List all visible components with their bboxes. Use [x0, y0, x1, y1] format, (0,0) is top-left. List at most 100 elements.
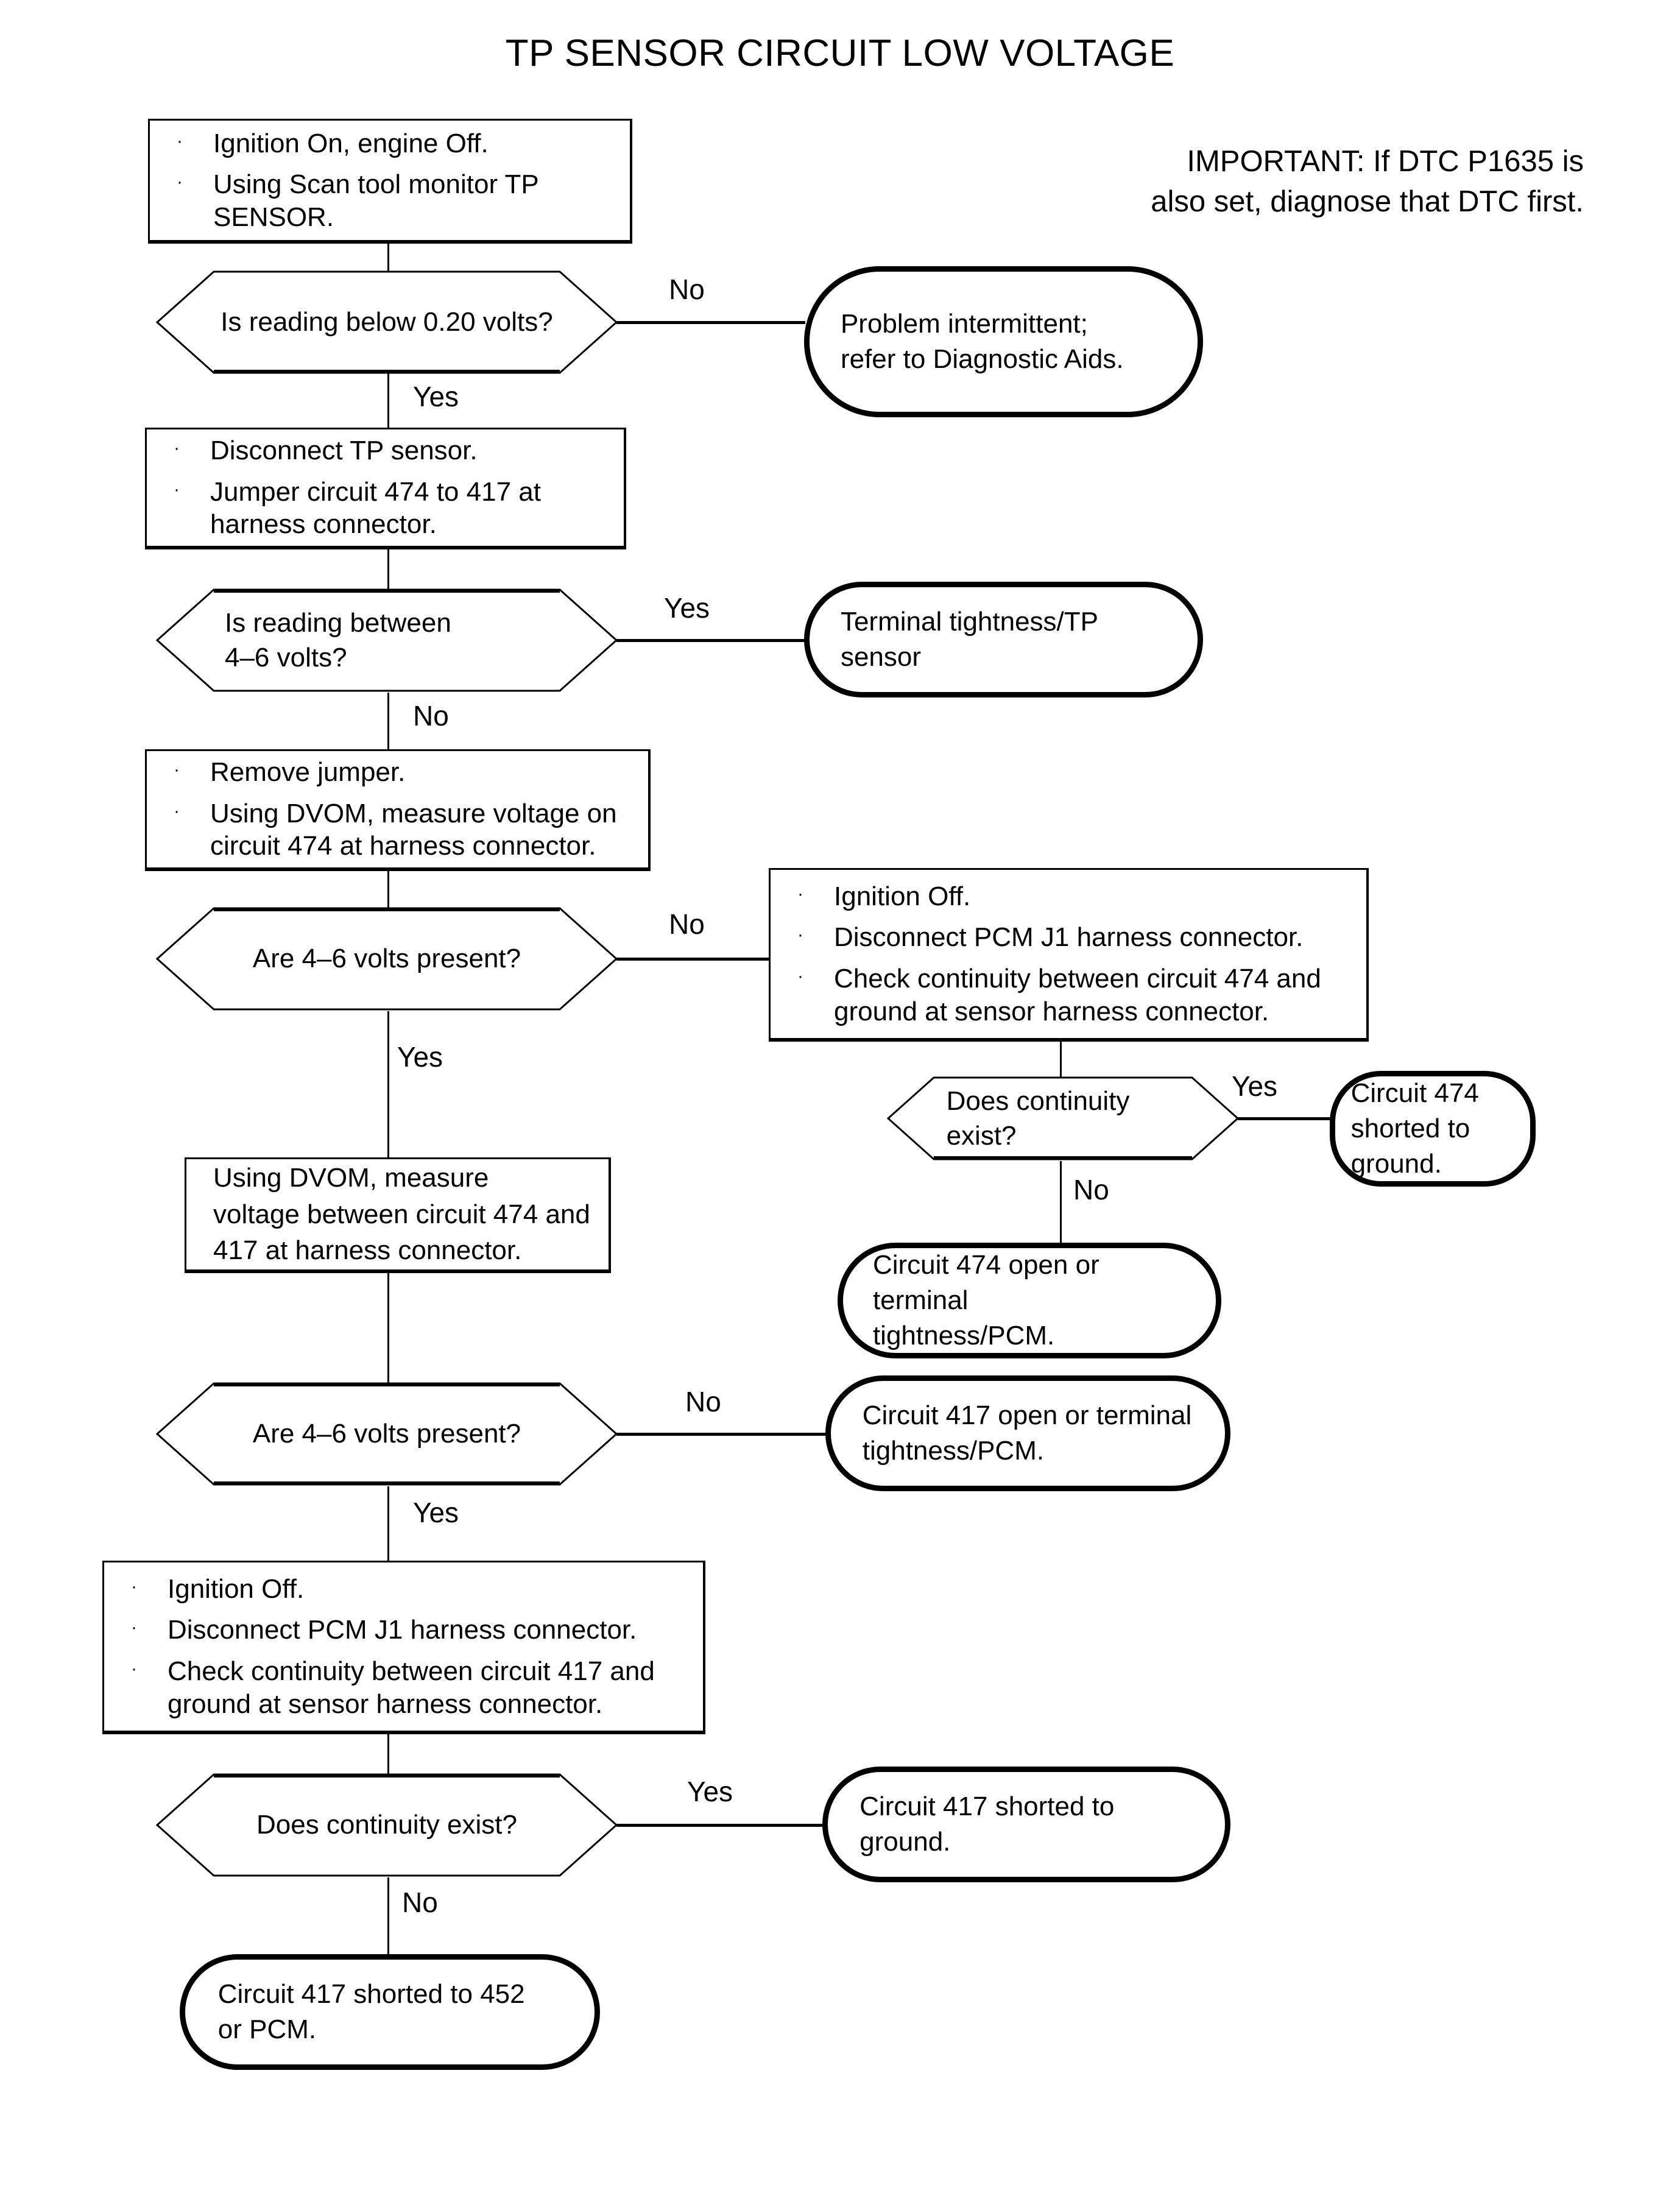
decision-label: Is reading between 4–6 volts? — [206, 588, 568, 693]
bullet-dot-icon: · — [177, 172, 183, 192]
hexagon-shape-icon — [155, 1382, 618, 1486]
bullet-dot-icon: · — [131, 1576, 137, 1597]
hexagon-shape-icon — [155, 270, 618, 374]
edge-label-q6-yes: Yes — [687, 1776, 733, 1807]
process-text-line2: voltage between circuit 474 and — [213, 1199, 590, 1229]
decision-are-4-6-volts-present-474: Are 4–6 volts present? — [155, 906, 618, 1011]
bullet-text: Check continuity between circuit 474 and… — [834, 964, 1321, 1026]
decision-does-continuity-exist-417: Does continuity exist? — [155, 1773, 618, 1877]
bullet-item: · Check continuity between circuit 417 a… — [115, 1655, 692, 1720]
bullet-item: · Disconnect PCM J1 harness connector. — [782, 921, 1355, 954]
connector-q4-yes — [1238, 1117, 1332, 1120]
bullet-dot-icon: · — [131, 1617, 137, 1638]
edge-label-q2-yes: Yes — [664, 592, 710, 624]
bullet-item: · Ignition Off. — [115, 1573, 692, 1606]
bullet-text: Check continuity between circuit 417 and… — [168, 1656, 655, 1719]
edge-label-q1-no: No — [669, 274, 705, 305]
page-title: TP SENSOR CIRCUIT LOW VOLTAGE — [505, 32, 1175, 74]
process-check-continuity-417: · Ignition Off. · Disconnect PCM J1 harn… — [102, 1561, 705, 1734]
connector-step4-to-q4 — [1060, 1042, 1062, 1084]
bullet-dot-icon: · — [131, 1659, 137, 1679]
hexagon-shape-icon — [155, 588, 618, 692]
bullet-dot-icon: · — [797, 925, 803, 945]
terminator-line: Terminal tightness/TP — [840, 606, 1099, 637]
connector-q2-no — [387, 693, 389, 754]
bullet-text: Using DVOM, measure voltage on circuit 4… — [210, 798, 617, 861]
decision-label: Does continuity exist? — [932, 1076, 1193, 1161]
bullet-dot-icon: · — [797, 966, 803, 986]
terminator-terminal-tightness-tp-sensor: Terminal tightness/TP sensor — [804, 582, 1203, 697]
edge-label-q2-no: No — [413, 700, 449, 732]
decision-text-line2: exist? — [946, 1121, 1017, 1151]
connector-q4-no — [1060, 1161, 1062, 1245]
terminator-circuit-474-open: Circuit 474 open or terminal tightness/P… — [838, 1243, 1221, 1358]
process-text-line3: 417 at harness connector. — [213, 1235, 522, 1266]
terminator-line: Circuit 474 — [1350, 1078, 1479, 1108]
bullet-dot-icon: · — [177, 130, 183, 151]
decision-label: Is reading below 0.20 volts? — [206, 270, 568, 375]
decision-does-continuity-exist-474: Does continuity exist? — [886, 1076, 1240, 1161]
decision-text: Are 4–6 volts present? — [252, 1419, 521, 1449]
bullet-text: Disconnect TP sensor. — [210, 436, 478, 465]
bullet-item: · Using Scan tool monitor TP SENSOR. — [161, 168, 619, 233]
connector-start-to-q1 — [387, 244, 389, 271]
bullet-text: Ignition Off. — [834, 881, 971, 911]
connector-step5-to-q5 — [387, 1273, 389, 1383]
connector-q6-yes — [616, 1824, 824, 1827]
terminator-circuit-417-shorted-to-452: Circuit 417 shorted to 452 or PCM. — [180, 1954, 600, 2070]
terminator-line: tightness/PCM. — [872, 1321, 1055, 1351]
terminator-line: sensor — [840, 642, 922, 672]
decision-is-reading-between-4-6-volts: Is reading between 4–6 volts? — [155, 588, 618, 693]
decision-are-4-6-volts-present-417: Are 4–6 volts present? — [155, 1382, 618, 1486]
connector-q3-no — [616, 958, 772, 961]
terminator-circuit-417-open: Circuit 417 open or terminal tightness/P… — [825, 1375, 1230, 1491]
process-start-step: · Ignition On, engine Off. · Using Scan … — [148, 119, 632, 244]
bullet-item: · Disconnect PCM J1 harness connector. — [115, 1614, 692, 1647]
edge-label-q4-no: No — [1073, 1174, 1109, 1206]
terminator-circuit-417-shorted-to-ground: Circuit 417 shorted to ground. — [822, 1767, 1230, 1882]
connector-q5-yes — [387, 1486, 389, 1562]
important-note-line2: also set, diagnose that DTC first. — [1151, 185, 1584, 219]
bullet-item: · Jumper circuit 474 to 417 at harness c… — [158, 476, 613, 541]
edge-label-q4-yes: Yes — [1232, 1070, 1278, 1102]
bullet-text: Ignition Off. — [168, 1573, 305, 1604]
decision-text: Is reading below 0.20 volts? — [221, 307, 553, 337]
connector-q3-yes — [387, 1011, 389, 1160]
process-check-continuity-474: · Ignition Off. · Disconnect PCM J1 harn… — [769, 868, 1369, 1042]
decision-label: Does continuity exist? — [206, 1773, 568, 1877]
connector-q5-no — [616, 1433, 827, 1436]
bullet-dot-icon: · — [174, 760, 180, 780]
terminator-line: shorted to — [1350, 1113, 1470, 1143]
edge-label-q3-yes: Yes — [397, 1041, 443, 1073]
bullet-item: · Disconnect TP sensor. — [158, 434, 613, 467]
terminator-line: Problem intermittent; — [840, 308, 1088, 339]
connector-step6-to-q6 — [387, 1734, 389, 1774]
bullet-text: Ignition On, engine Off. — [213, 128, 489, 158]
process-measure-voltage-474-417: Using DVOM, measure voltage between circ… — [185, 1157, 611, 1273]
important-note-line1: IMPORTANT: If DTC P1635 is — [1187, 145, 1584, 178]
edge-label-q6-no: No — [402, 1887, 438, 1918]
terminator-line: ground. — [1350, 1149, 1442, 1179]
process-text: Using DVOM, measure voltage between circ… — [197, 1160, 598, 1268]
hexagon-shape-icon — [155, 907, 618, 1011]
decision-text: Does continuity exist? — [256, 1810, 517, 1840]
bullet-text: Disconnect PCM J1 harness connector. — [834, 922, 1304, 953]
connector-q2-yes — [616, 639, 805, 642]
edge-label-q3-no: No — [669, 908, 705, 940]
bullet-item: · Ignition Off. — [782, 880, 1355, 913]
terminator-line: Circuit 474 open or terminal — [872, 1249, 1099, 1315]
bullet-item: · Ignition On, engine Off. — [161, 127, 619, 160]
decision-text-line1: Is reading between — [224, 607, 451, 638]
terminator-line: Circuit 417 open or terminal — [862, 1400, 1192, 1430]
connector-step3-to-q3 — [387, 871, 389, 908]
decision-label: Are 4–6 volts present? — [206, 906, 568, 1011]
process-disconnect-tp-sensor: · Disconnect TP sensor. · Jumper circuit… — [145, 428, 626, 549]
edge-label-q5-no: No — [685, 1386, 721, 1417]
terminator-line: Circuit 417 shorted to ground. — [859, 1791, 1115, 1857]
terminator-line: tightness/PCM. — [862, 1436, 1045, 1466]
terminator-problem-intermittent: Problem intermittent; refer to Diagnosti… — [804, 266, 1203, 417]
bullet-dot-icon: · — [797, 883, 803, 904]
bullet-text: Disconnect PCM J1 harness connector. — [168, 1615, 637, 1645]
terminator-line: refer to Diagnostic Aids. — [840, 344, 1124, 374]
